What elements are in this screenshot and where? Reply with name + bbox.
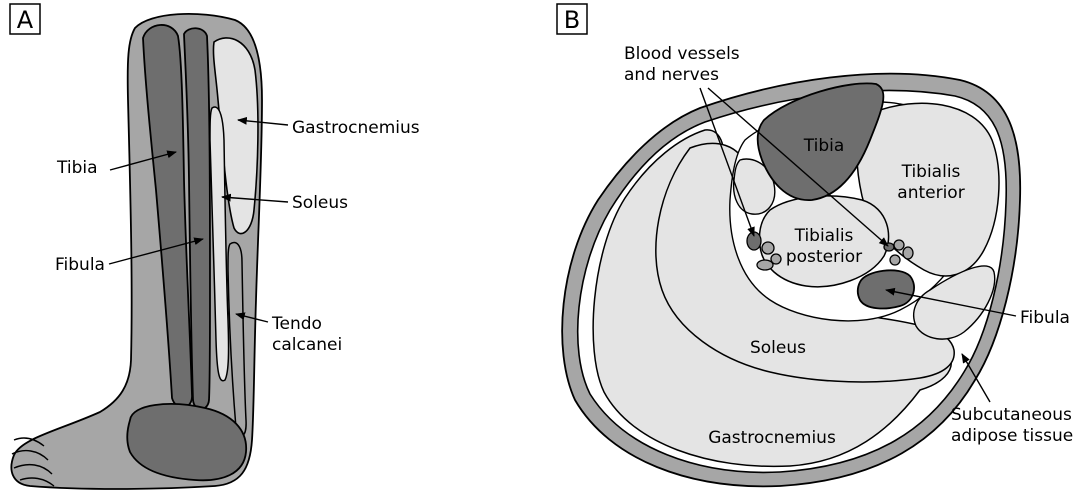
fibula-bone-b xyxy=(858,270,914,308)
panel-a: A Tibia Fibula Gastrocnemius Soleus xyxy=(10,4,420,489)
label-tibialis-posterior-line2: posterior xyxy=(786,247,862,267)
label-tibialis-anterior-line2: anterior xyxy=(897,183,964,203)
label-soleus-b: Soleus xyxy=(750,338,806,358)
panel-a-letter: A xyxy=(17,6,34,34)
label-vessels-line2: and nerves xyxy=(624,65,719,85)
label-gastrocnemius-a: Gastrocnemius xyxy=(292,118,420,138)
panel-b-letter: B xyxy=(564,6,580,34)
label-gastrocnemius-b: Gastrocnemius xyxy=(708,428,836,448)
label-vessels-line1: Blood vessels xyxy=(624,44,740,64)
label-tendo-line1: Tendo xyxy=(271,314,322,334)
label-tibialis-anterior-line1: Tibialis xyxy=(901,162,961,182)
label-tibia-b: Tibia xyxy=(803,136,845,156)
label-tibialis-posterior-line1: Tibialis xyxy=(794,226,854,246)
label-adipose-line1: Subcutaneous xyxy=(951,405,1072,425)
label-soleus-a: Soleus xyxy=(292,193,348,213)
label-fibula-a: Fibula xyxy=(55,255,105,275)
label-tibia-a: Tibia xyxy=(56,158,98,178)
panel-b: B Tib xyxy=(557,4,1073,486)
label-adipose-line2: adipose tissue xyxy=(951,426,1073,446)
label-fibula-b: Fibula xyxy=(1020,308,1070,328)
label-tendo-line2: calcanei xyxy=(272,335,342,355)
